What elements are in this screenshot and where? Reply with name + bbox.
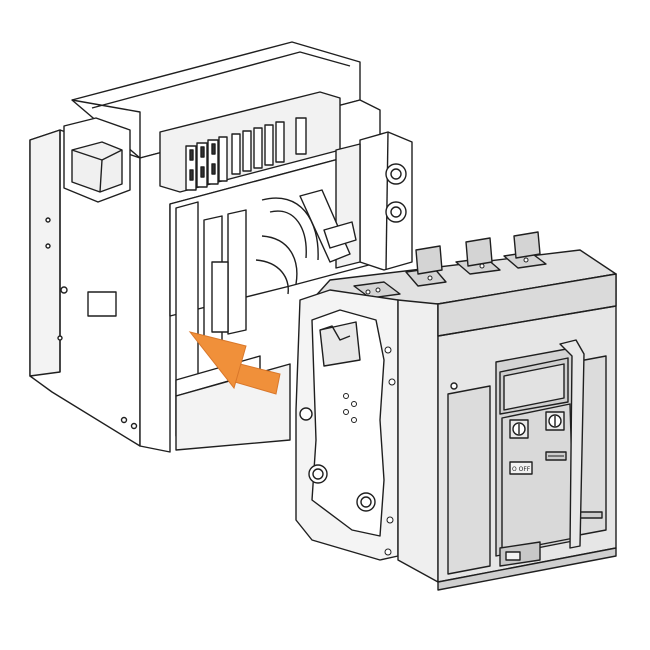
chassis-label-plate — [87, 291, 117, 317]
rotary-knob-icon[interactable] — [545, 411, 565, 431]
breaker-small-plate — [579, 511, 603, 519]
breaker-left-face — [397, 299, 439, 583]
rotary-knob-icon[interactable] — [509, 419, 529, 439]
breaker-top-terminals — [353, 231, 547, 299]
breaker-handle-strap[interactable] — [559, 339, 585, 549]
insertion-arrow-head — [188, 331, 247, 390]
chassis-terminal-block — [159, 91, 341, 193]
breaker-off-label: O OFF — [512, 466, 531, 473]
circuit-breaker: O OFF — [295, 231, 617, 591]
breaker-control-panel: O OFF — [495, 347, 603, 567]
insertion-arrow-icon — [188, 331, 281, 395]
chassis-interior-mechanism — [255, 189, 357, 295]
breaker-off-indicator — [509, 461, 533, 475]
breaker-indicator-hole — [450, 382, 458, 390]
chassis — [29, 41, 413, 453]
